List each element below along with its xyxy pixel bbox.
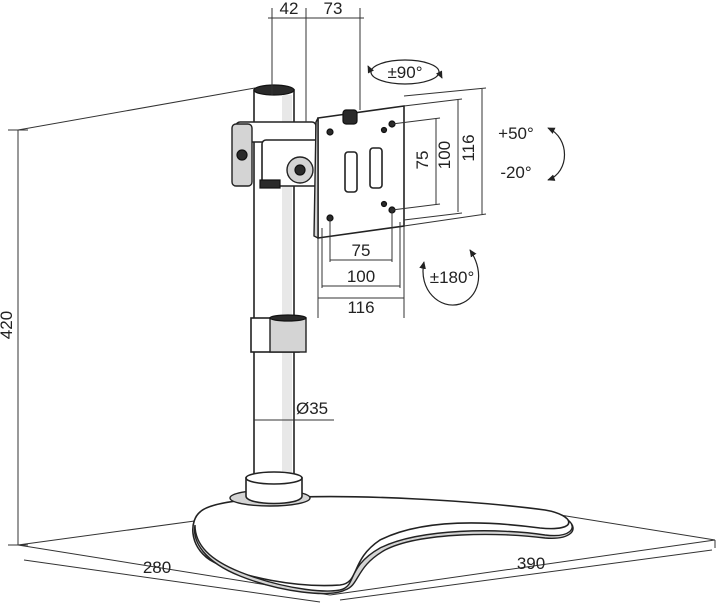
vesa-v-100-label: 100 (435, 141, 454, 169)
arm-offset-label: 42 (280, 0, 299, 18)
tilt-up-label: +50° (498, 124, 534, 143)
pole-diameter-label: Ø35 (296, 399, 328, 418)
pole-diameter-dimension: Ø35 (254, 399, 334, 421)
vesa-horizontal-dimensions: 75 100 116 (317, 210, 405, 318)
tilt-down-label: -20° (500, 163, 531, 182)
rotation-label: ±180° (430, 268, 475, 287)
vesa-v-75-label: 75 (413, 151, 432, 170)
base-depth-label: 280 (143, 558, 171, 577)
vesa-vertical-dimensions: 75 100 116 (391, 87, 487, 227)
vesa-v-116-label: 116 (459, 134, 478, 161)
arm-joint (231, 121, 321, 189)
base-width-label: 390 (517, 554, 545, 573)
cable-clip (250, 314, 307, 353)
outline-dimension-lines (8, 87, 716, 603)
vesa-h-100-label: 100 (347, 267, 375, 286)
vesa-h-116-label: 116 (347, 298, 374, 317)
base-plate (192, 489, 574, 595)
tilt-indicator: +50° -20° (498, 124, 566, 182)
rotation-indicator: ±180° (419, 249, 480, 306)
vesa-h-75-label: 75 (352, 241, 371, 260)
head-offset-label: 73 (324, 0, 343, 18)
vesa-plate (313, 105, 405, 240)
swivel-label: ±90° (387, 63, 422, 82)
height-label: 420 (0, 311, 16, 339)
top-offset-dimensions: 42 73 (268, 0, 364, 122)
swivel-indicator: ±90° (367, 59, 443, 85)
